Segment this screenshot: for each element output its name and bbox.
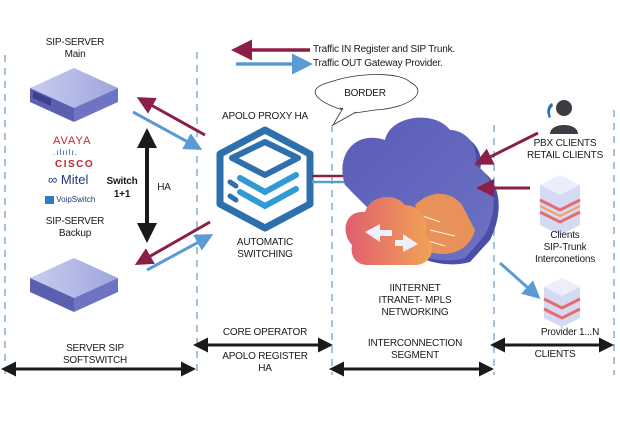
voipswitch-logo: VoipSwitch (45, 195, 95, 204)
internet-label-line3: NETWORKING (381, 307, 449, 318)
avaya-logo: AVAYA (53, 135, 92, 147)
traffic-in-to-backup (134, 220, 211, 265)
cisco-bars-icon: .ılıılı. (53, 148, 78, 157)
mitel-icon: ∞ (48, 172, 61, 187)
internet-label-line1: IINTERNET (389, 283, 441, 294)
traffic-out-from-backup (146, 234, 214, 272)
sip-server-backup-device (30, 258, 118, 312)
segment-server-sip-line2: SOFTSWITCH (62, 355, 128, 366)
border-callout-tail (331, 107, 357, 127)
cisco-logo: CISCO (55, 159, 95, 170)
mitel-logo-text: Mitel (60, 172, 89, 187)
segment-dividers (4, 52, 615, 375)
pbx-clients-line1: PBX CLIENTS (533, 138, 597, 149)
segment-clients-label: CLIENTS (534, 349, 576, 360)
legend-traffic-in-label: Traffic IN Register and SIP Trunk. (313, 44, 455, 55)
segment-core-line1: CORE OPERATOR (222, 327, 308, 338)
sip-server-main-subtitle: Main (64, 49, 86, 60)
ha-label: HA (157, 182, 171, 193)
sip-trunk-clients-line1: Clients (550, 230, 580, 241)
sip-server-backup-subtitle: Backup (58, 228, 92, 239)
sip-trunk-clients-line3: Interconetions (534, 254, 596, 265)
provider-label: Provider 1...N (540, 327, 600, 338)
pbx-user-icon (547, 100, 578, 134)
segment-interconnection-line1: INTERCONNECTION (367, 338, 463, 349)
voipswitch-icon (45, 195, 54, 204)
sip-trunk-stack-icon (539, 175, 581, 235)
apolo-proxy-logo (216, 126, 314, 232)
pbx-clients-line2: RETAIL CLIENTS (526, 150, 604, 161)
apolo-proxy-caption-line1: AUTOMATIC (236, 237, 294, 248)
provider-stack-icon (543, 278, 581, 327)
traffic-in-to-main (136, 97, 206, 137)
sip-trunk-clients-line2: SIP-Trunk (543, 242, 587, 253)
apolo-proxy-caption-line2: SWITCHING (237, 249, 293, 260)
legend-traffic-out-label: Traffic OUT Gateway Provider. (313, 58, 443, 69)
border-callout-label: BORDER (344, 88, 386, 99)
apolo-proxy-title: APOLO PROXY HA (222, 111, 308, 122)
internet-label-line2: ITRANET- MPLS (378, 295, 452, 306)
segment-core-line3: HA (258, 363, 272, 374)
sip-server-main-title: SIP-SERVER (45, 37, 105, 48)
sip-server-main-device (30, 68, 118, 122)
internet-cloud (342, 117, 499, 265)
segment-server-sip-line1: SERVER SIP (66, 343, 124, 354)
sip-server-backup-title: SIP-SERVER (45, 216, 105, 227)
traffic-out-from-main (132, 110, 203, 150)
segment-interconnection-line2: SEGMENT (390, 350, 440, 361)
traffic-out-provider (499, 261, 541, 299)
traffic-in-pbx-clients (474, 131, 539, 165)
switch-label-line1: Switch (106, 176, 138, 187)
switch-label-line2: 1+1 (113, 189, 131, 200)
voipswitch-logo-text: VoipSwitch (56, 195, 96, 204)
mitel-logo: ∞ Mitel (48, 172, 88, 187)
border-callout-bubble (315, 74, 419, 114)
segment-core-line2: APOLO REGISTER (222, 351, 308, 362)
